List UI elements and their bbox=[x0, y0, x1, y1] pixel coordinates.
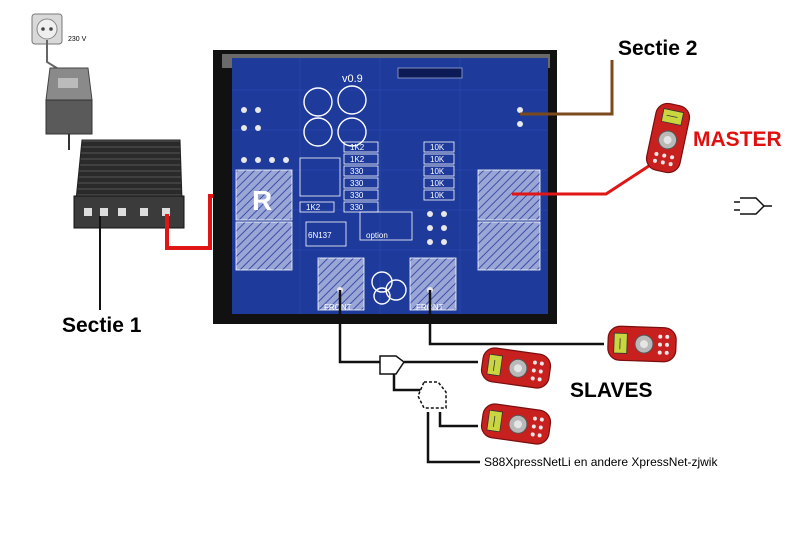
resistor-label: 10K bbox=[430, 179, 445, 188]
sectie1-label: Sectie 1 bbox=[62, 314, 142, 337]
slaves-label: SLAVES bbox=[570, 379, 653, 402]
resistor-label: 10K bbox=[430, 155, 445, 164]
sectie2-wire bbox=[520, 60, 614, 116]
pcb-option-label: option bbox=[366, 231, 388, 240]
pcb-resistor-labels: 1K2 1K2 330 330 330 330 1K2 10K 10K 10K … bbox=[306, 143, 445, 212]
pcb-ic-label: 6N137 bbox=[308, 231, 332, 240]
wall-socket-icon bbox=[31, 13, 63, 45]
splitter-icon bbox=[379, 355, 406, 375]
pcb-version-label: v0.9 bbox=[342, 73, 363, 85]
resistor-label: 1K2 bbox=[350, 155, 365, 164]
plug-icon bbox=[734, 197, 772, 215]
resistor-label: 330 bbox=[350, 179, 364, 188]
sectie2-label: Sectie 2 bbox=[618, 37, 698, 60]
master-label: MASTER bbox=[693, 128, 782, 151]
resistor-label: 1K2 bbox=[306, 203, 321, 212]
resistor-label: 10K bbox=[430, 167, 445, 176]
resistor-label: 330 bbox=[350, 191, 364, 200]
front-left-wire bbox=[338, 290, 382, 364]
handset-icon bbox=[606, 325, 678, 363]
resistor-label: 330 bbox=[350, 167, 364, 176]
splitter-down-wire bbox=[392, 374, 430, 392]
mains-cable bbox=[46, 40, 61, 71]
resistor-label: 330 bbox=[350, 203, 364, 212]
front-right-wire bbox=[428, 290, 604, 346]
power-transformer-icon bbox=[45, 67, 93, 135]
svg-text:R: R bbox=[252, 185, 272, 216]
s88-label: S88XpressNetLi en andere XpressNet-zjwik bbox=[484, 455, 718, 469]
resistor-label: 10K bbox=[430, 143, 445, 152]
resistor-label: 10K bbox=[430, 191, 445, 200]
handset-icon bbox=[479, 401, 553, 447]
resistor-label: 1K2 bbox=[350, 143, 365, 152]
handset-icon bbox=[643, 100, 693, 176]
mains-voltage-label: 230 V bbox=[68, 36, 87, 43]
splitter2-to-slave-3 bbox=[438, 412, 478, 428]
pcb-board: R bbox=[213, 50, 557, 324]
pcb-front-left-label: FRONT bbox=[324, 303, 352, 312]
s88-wire bbox=[426, 412, 480, 464]
master-red-wire bbox=[512, 158, 659, 196]
handset-icon bbox=[479, 345, 553, 391]
splitter-icon bbox=[417, 381, 447, 409]
